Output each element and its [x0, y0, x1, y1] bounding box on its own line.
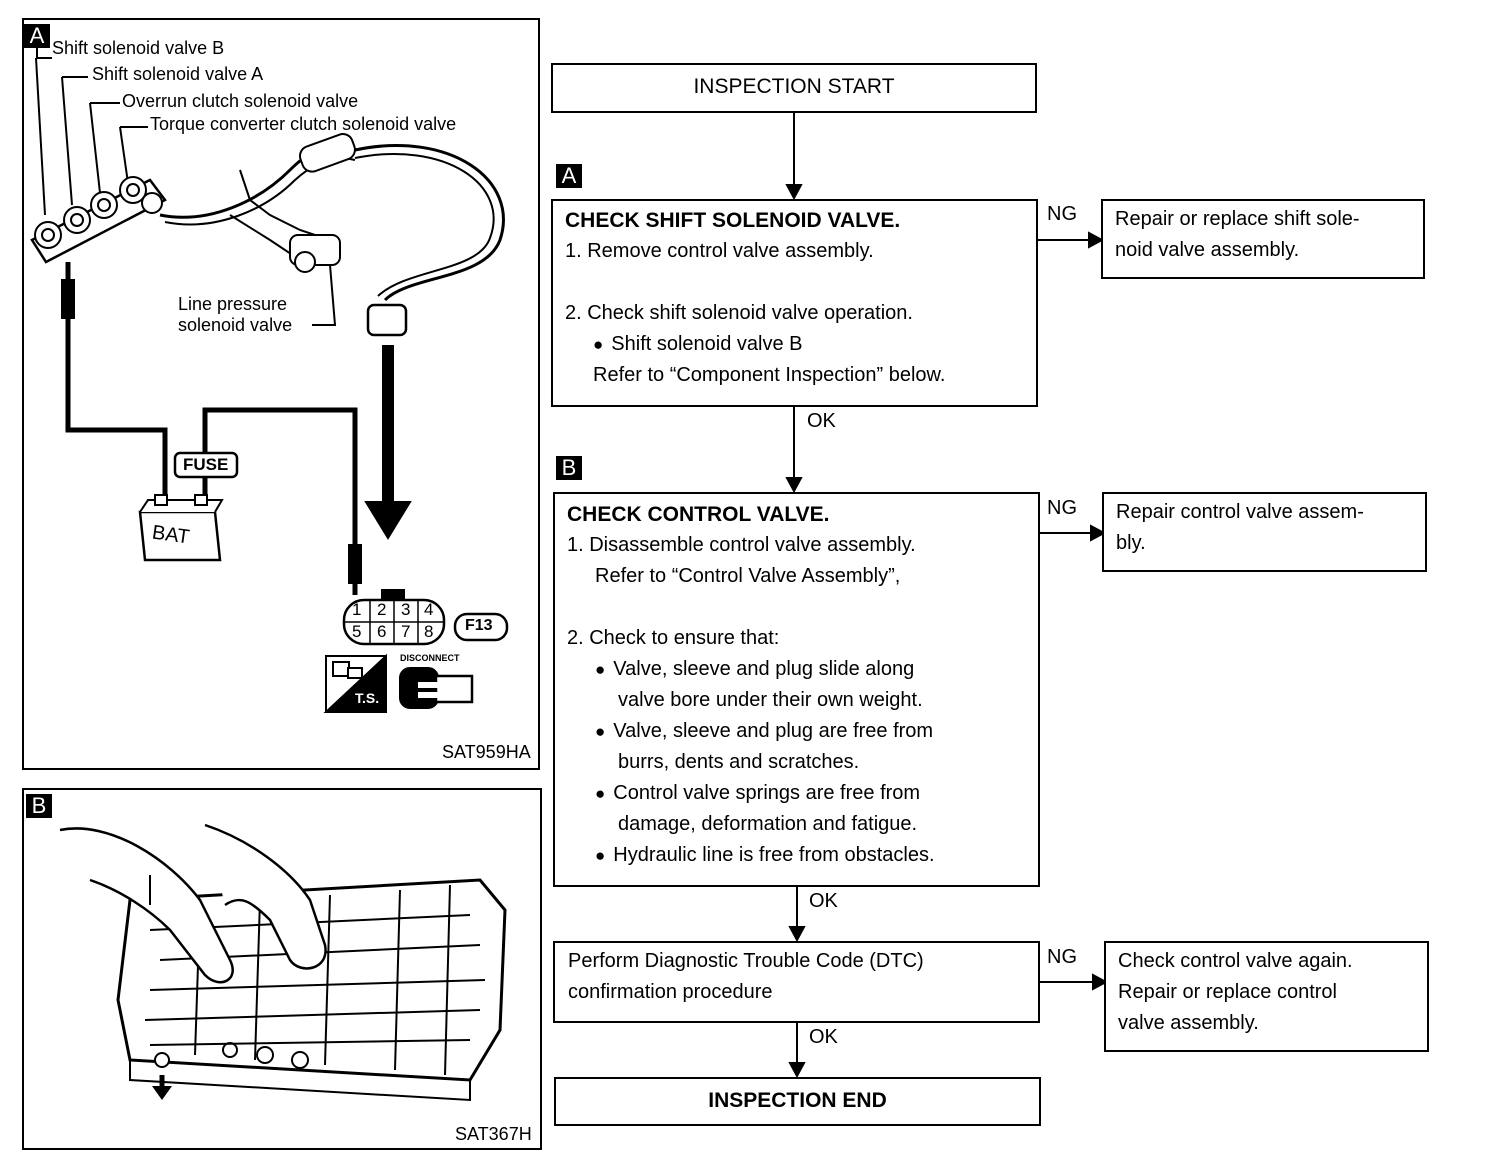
- step-a-line-3: Refer to “Component Inspection” below.: [593, 364, 946, 386]
- dtc-line-2: confirmation procedure: [568, 981, 773, 1003]
- inspection-end-box: INSPECTION END: [554, 1077, 1041, 1126]
- step-a-bullet-text: Shift solenoid valve B: [611, 333, 803, 355]
- step-b-badge: B: [556, 456, 582, 480]
- repair-c-line-1: Check control valve again.: [1118, 950, 1353, 972]
- label-shift-solenoid-a: Shift solenoid valve A: [92, 64, 264, 84]
- step-a-line-1: 1. Remove control valve assembly.: [565, 240, 874, 262]
- repair-shift-solenoid-box: Repair or replace shift sole- noid valve…: [1101, 199, 1425, 279]
- step-b-bullet-1-text: Valve, sleeve and plug slide along: [613, 658, 915, 680]
- ok-a-label: OK: [807, 410, 836, 432]
- step-b-bullet-2-cont: burrs, dents and scratches.: [618, 751, 860, 773]
- disconnect-label: DISCONNECT: [400, 653, 460, 663]
- step-b-bullet-3: Control valve springs are free from: [567, 778, 1038, 809]
- figure-b-panel: [22, 788, 542, 1150]
- step-b-line-1: 1. Disassemble control valve assembly.: [567, 534, 916, 556]
- check-shift-solenoid-box: CHECK SHIFT SOLENOID VALVE. 1. Remove co…: [551, 199, 1038, 407]
- dtc-procedure-box: Perform Diagnostic Trouble Code (DTC) co…: [553, 941, 1040, 1023]
- pin-3: 3: [401, 600, 411, 619]
- pin-2: 2: [377, 600, 387, 619]
- step-a-badge: A: [556, 164, 582, 188]
- step-b-bullet-1-cont: valve bore under their own weight.: [618, 689, 923, 711]
- inspection-end-label: INSPECTION END: [708, 1089, 887, 1112]
- figure-b-code: SAT367H: [455, 1124, 532, 1144]
- pin-1: 1: [352, 600, 362, 619]
- pin-6: 6: [377, 622, 387, 641]
- label-torque-converter: Torque converter clutch solenoid valve: [150, 114, 457, 134]
- ng-c-label: NG: [1047, 946, 1077, 968]
- repair-c-line-3: valve assembly.: [1118, 1012, 1259, 1034]
- repair-a-line-1: Repair or replace shift sole-: [1115, 208, 1360, 230]
- dtc-line-1: Perform Diagnostic Trouble Code (DTC): [568, 950, 924, 972]
- step-b-bullet-4-text: Hydraulic line is free from obstacles.: [613, 844, 935, 866]
- connector-id: F13: [465, 617, 493, 634]
- inspection-start-box: INSPECTION START: [551, 63, 1037, 113]
- step-b-bullet-3-text: Control valve springs are free from: [613, 782, 921, 804]
- step-b-bullet-1: Valve, sleeve and plug slide along: [567, 654, 1038, 685]
- figure-a-panel: [22, 18, 540, 770]
- check-control-valve-title: CHECK CONTROL VALVE.: [567, 503, 830, 526]
- figure-a-badge: A: [24, 24, 50, 48]
- repair-c-line-2: Repair or replace control: [1118, 981, 1337, 1003]
- check-control-valve-box: CHECK CONTROL VALVE. 1. Disassemble cont…: [553, 492, 1040, 887]
- check-shift-solenoid-title: CHECK SHIFT SOLENOID VALVE.: [565, 209, 901, 232]
- step-b-bullet-2: Valve, sleeve and plug are free from: [567, 716, 1038, 747]
- step-a-line-2: 2. Check shift solenoid valve operation.: [565, 302, 913, 324]
- label-overrun-clutch: Overrun clutch solenoid valve: [122, 91, 359, 111]
- step-b-bullet-2-text: Valve, sleeve and plug are free from: [613, 720, 934, 742]
- repair-b-line-1: Repair control valve assem-: [1116, 501, 1364, 523]
- label-shift-solenoid-b: Shift solenoid valve B: [52, 38, 225, 58]
- step-b-line-1b: Refer to “Control Valve Assembly”,: [595, 565, 901, 587]
- label-line-pressure-1: Line pressure: [178, 294, 288, 314]
- inspection-start-label: INSPECTION START: [693, 75, 895, 98]
- ng-a-label: NG: [1047, 203, 1077, 225]
- step-b-line-2: 2. Check to ensure that:: [567, 627, 780, 649]
- ok-b-label: OK: [809, 890, 838, 912]
- pin-5: 5: [352, 622, 362, 641]
- pin-7: 7: [401, 622, 411, 641]
- figure-b-badge: B: [26, 794, 52, 818]
- repair-a-line-2: noid valve assembly.: [1115, 239, 1300, 261]
- pin-8: 8: [424, 622, 434, 641]
- repair-control-valve-box: Repair control valve assem- bly.: [1102, 492, 1427, 572]
- step-b-bullet-3-cont: damage, deformation and fatigue.: [618, 813, 918, 835]
- step-b-bullet-4: Hydraulic line is free from obstacles.: [567, 840, 1038, 871]
- pin-4: 4: [424, 600, 434, 619]
- ok-c-label: OK: [809, 1026, 838, 1048]
- ts-label: T.S.: [355, 690, 380, 706]
- figure-a-code: SAT959HA: [442, 742, 531, 762]
- step-a-bullet: Shift solenoid valve B: [565, 329, 1036, 360]
- repair-b-line-2: bly.: [1116, 532, 1146, 554]
- ng-b-label: NG: [1047, 497, 1077, 519]
- fuse-label: FUSE: [183, 455, 229, 474]
- check-control-valve-again-box: Check control valve again. Repair or rep…: [1104, 941, 1429, 1052]
- label-line-pressure-2: solenoid valve: [178, 315, 293, 335]
